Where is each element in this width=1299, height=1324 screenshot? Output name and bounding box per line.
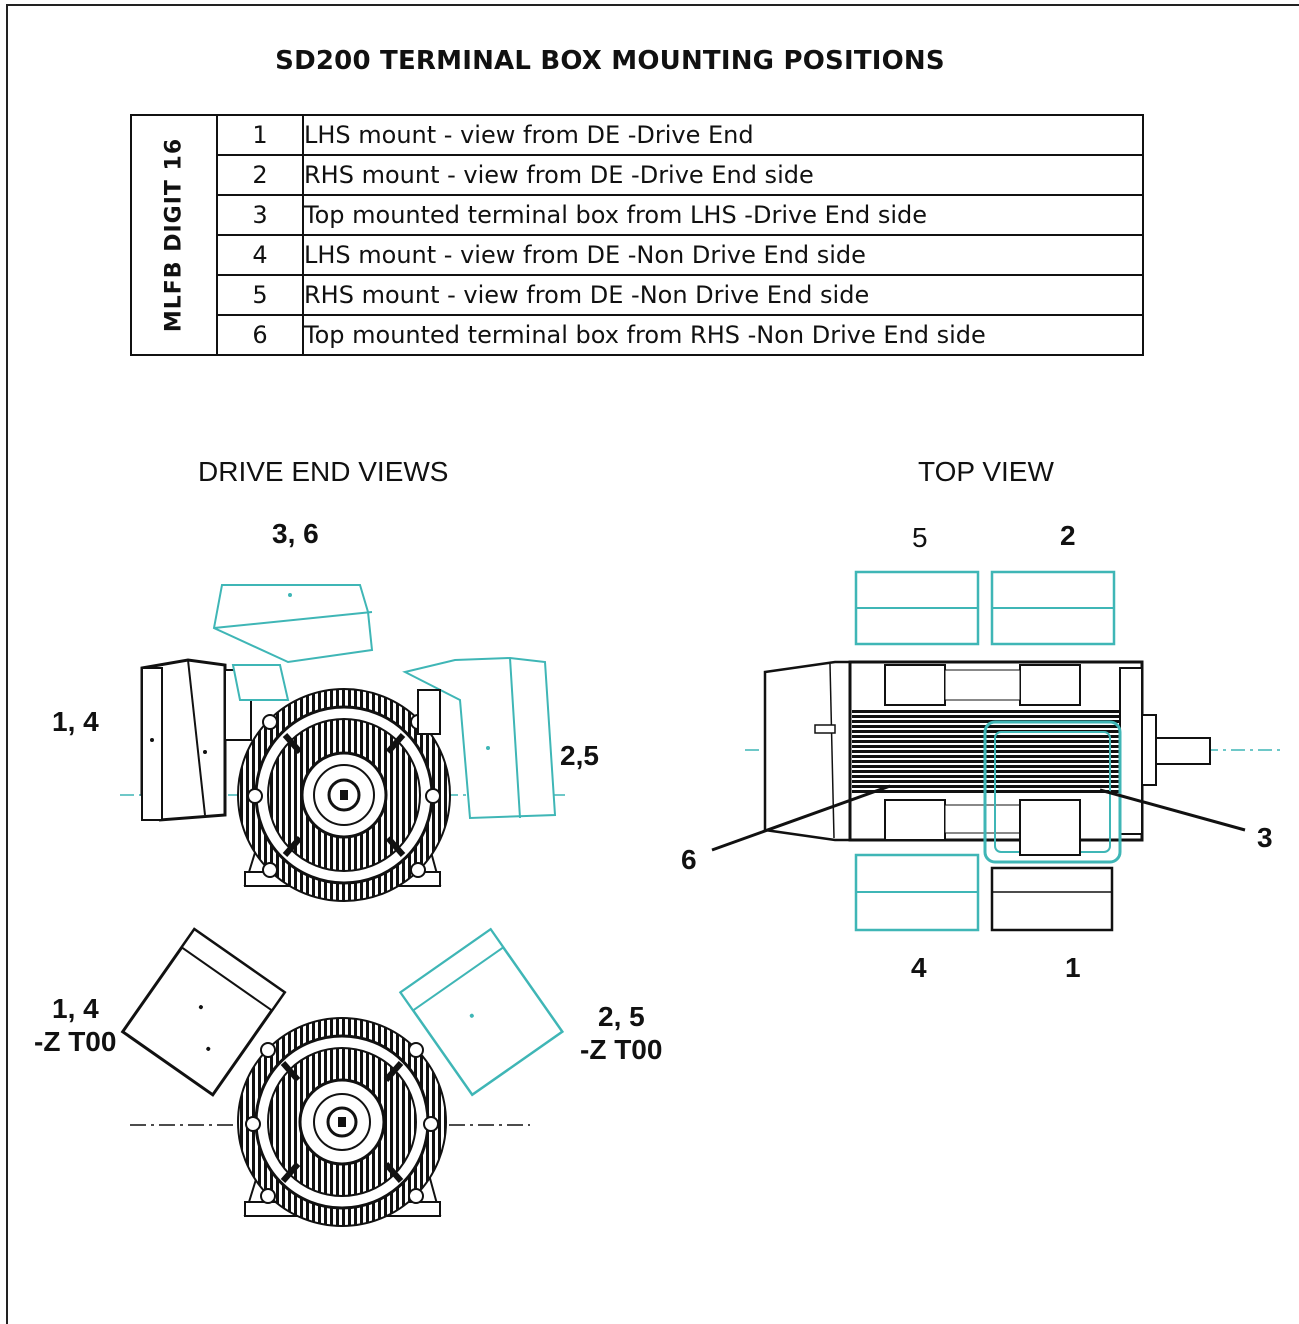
row-number: 1 [216, 114, 304, 156]
row-description: RHS mount - view from DE -Drive End side [302, 154, 1144, 196]
label-rhs-2-5: 2,5 [560, 740, 599, 771]
table-row: 2 RHS mount - view from DE -Drive End si… [131, 154, 1144, 196]
table-row: 4 LHS mount - view from DE -Non Drive En… [131, 234, 1144, 276]
row-number: 5 [216, 274, 304, 316]
top-view-label-6: 6 [681, 844, 697, 875]
mlfb-digit-cell: MLFB DIGIT 16 [130, 114, 218, 356]
drive-end-view-lower [120, 927, 565, 1227]
top-view-label-1: 1 [1065, 952, 1081, 983]
top-view-label-4: 4 [911, 952, 927, 983]
top-view-label-2: 2 [1060, 520, 1076, 551]
row-number: 4 [216, 234, 304, 276]
row-description: RHS mount - view from DE -Non Drive End … [302, 274, 1144, 316]
drive-end-views-heading: DRIVE END VIEWS [198, 456, 449, 487]
page-frame [6, 4, 1299, 1324]
top-view-drawing [711, 570, 1280, 932]
mounting-codes-table: MLFB DIGIT 16 1 LHS mount - view from DE… [130, 114, 1144, 356]
drive-end-view-upper [120, 584, 565, 902]
label-rhs-z-t00-line1: 2, 5 [598, 1001, 645, 1032]
row-description: Top mounted terminal box from RHS -Non D… [302, 314, 1144, 356]
table-row: 3 Top mounted terminal box from LHS -Dri… [131, 194, 1144, 236]
row-number: 3 [216, 194, 304, 236]
row-description: LHS mount - view from DE -Non Drive End … [302, 234, 1144, 276]
row-number: 6 [216, 314, 304, 356]
label-rhs-z-t00-line2: -Z T00 [580, 1034, 663, 1065]
row-description: LHS mount - view from DE -Drive End [302, 114, 1144, 156]
label-lhs-z-t00-line1: 1, 4 [52, 993, 99, 1024]
table-row: MLFB DIGIT 16 1 LHS mount - view from DE… [130, 114, 1144, 356]
page-title: SD200 TERMINAL BOX MOUNTING POSITIONS [275, 46, 945, 76]
row-number: 2 [216, 154, 304, 196]
top-view-label-5: 5 [912, 522, 928, 553]
top-view-heading: TOP VIEW [918, 456, 1054, 487]
row-description: Top mounted terminal box from LHS -Drive… [302, 194, 1144, 236]
top-view-label-3: 3 [1257, 822, 1273, 853]
label-lhs-1-4: 1, 4 [52, 706, 99, 737]
label-lhs-z-t00-line2: -Z T00 [34, 1026, 117, 1057]
label-top-mount-3-6: 3, 6 [272, 518, 319, 549]
table-row: 5 RHS mount - view from DE -Non Drive En… [131, 274, 1144, 316]
table-row: 6 Top mounted terminal box from RHS -Non… [131, 314, 1144, 356]
